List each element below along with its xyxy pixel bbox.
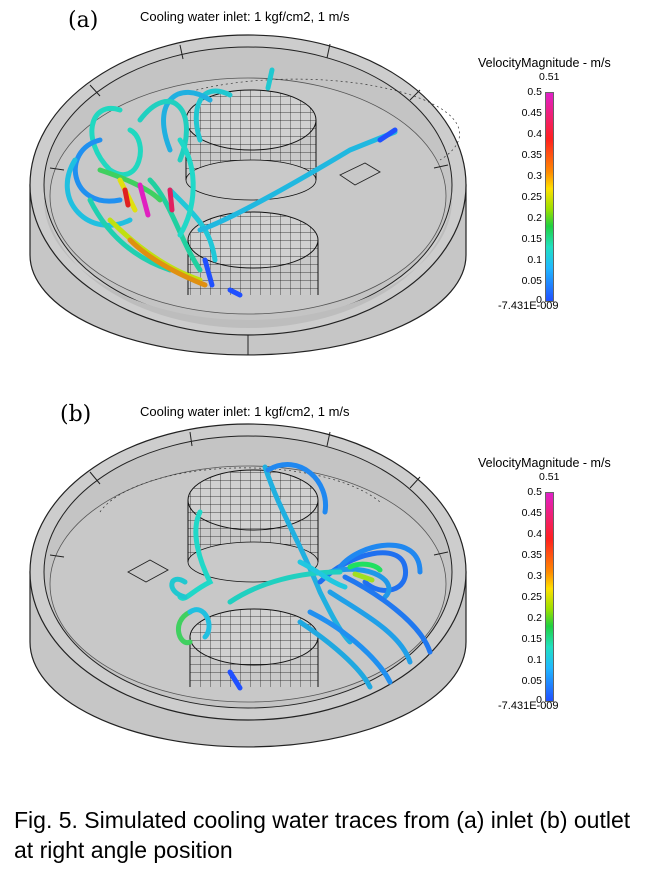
legend-max: 0.51 [539,471,560,483]
panel-title: Cooling water inlet: 1 kgf/cm2, 1 m/s [140,404,350,419]
legend-tick: 0.5 [527,86,542,98]
legend-min: -7.431E-009 [498,700,559,712]
color-legend: VelocityMagnitude - m/s 0.51 0.5 0.45 0.… [478,56,648,316]
legend-tick: 0.05 [521,275,542,287]
legend-tick: 0.45 [521,107,542,119]
streamlines-b [169,462,433,691]
legend-tick: 0.35 [521,149,542,161]
outlet-square [339,162,381,186]
mesh-cylinder-upper [187,469,319,583]
panel-a: (a) Cooling water inlet: 1 kgf/cm2, 1 m/… [0,0,658,390]
legend-tick: 0.5 [527,486,542,498]
legend-max: 0.51 [539,71,560,83]
color-legend: VelocityMagnitude - m/s 0.51 0.5 0.45 0.… [478,456,648,716]
legend-tick: 0 [536,294,542,306]
mesh-cylinder-lower [187,211,319,295]
legend-tick: 0.15 [521,633,542,645]
colorbar [545,492,554,702]
legend-tick: 0.25 [521,191,542,203]
streamlines-a [64,67,398,298]
panel-label: (b) [60,402,92,427]
panel-b: (b) Cooling water inlet: 1 kgf/cm2, 1 m/… [0,392,658,782]
colorbar [545,92,554,302]
mesh-cylinder-upper [185,89,317,201]
legend-tick: 0.3 [527,570,542,582]
legend-tick: 0.4 [527,528,542,540]
mesh-cylinder-lower [189,608,319,687]
panel-label: (a) [68,8,99,33]
legend-tick: 0.35 [521,549,542,561]
legend-tick: 0.1 [527,254,542,266]
panel-title: Cooling water inlet: 1 kgf/cm2, 1 m/s [140,9,350,24]
tank-scene-b [29,423,467,748]
legend-tick: 0.1 [527,654,542,666]
legend-tick: 0.2 [527,612,542,624]
legend-tick: 0.25 [521,591,542,603]
legend-title: VelocityMagnitude - m/s [478,456,611,470]
legend-tick: 0.05 [521,675,542,687]
legend-tick: 0.15 [521,233,542,245]
figure-caption: Fig. 5. Simulated cooling water traces f… [14,807,631,863]
legend-min: -7.431E-009 [498,300,559,312]
legend-tick: 0.2 [527,212,542,224]
legend-tick: 0.3 [527,170,542,182]
outlet-square [127,559,169,583]
legend-tick: 0.45 [521,507,542,519]
tank-scene-a [29,34,467,356]
legend-title: VelocityMagnitude - m/s [478,56,611,70]
legend-tick: 0.4 [527,128,542,140]
legend-tick: 0 [536,694,542,706]
